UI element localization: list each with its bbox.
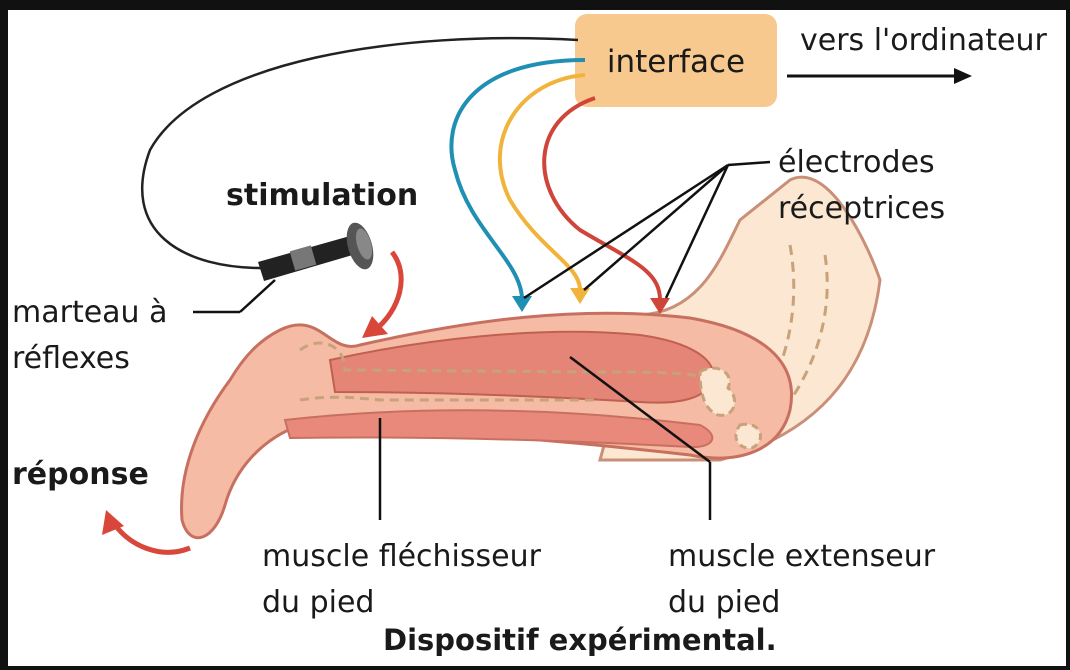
flexor-label-line1: muscle fléchisseur bbox=[262, 539, 542, 574]
electrodes-label-line1: électrodes bbox=[778, 145, 935, 180]
hammer-pointer-line-2 bbox=[240, 280, 275, 312]
flexor-label-line2: du pied bbox=[262, 585, 374, 620]
hammer-label-line2: réflexes bbox=[12, 341, 130, 376]
electrode-blue bbox=[512, 296, 532, 312]
stimulation-label: stimulation bbox=[226, 178, 418, 213]
electrode-yellow bbox=[570, 288, 590, 304]
computer-arrowhead bbox=[954, 68, 972, 84]
electrode-wire-red bbox=[544, 98, 660, 300]
extensor-label-line2: du pied bbox=[668, 585, 780, 620]
computer-label: vers l'ordinateur bbox=[800, 23, 1047, 58]
response-arrow bbox=[115, 525, 190, 552]
hammer-label-line1: marteau à bbox=[12, 295, 167, 330]
electrodes-label-line2: réceptrices bbox=[778, 191, 945, 226]
extensor-label-line1: muscle extenseur bbox=[668, 539, 936, 574]
response-label: réponse bbox=[12, 457, 149, 492]
reflex-hammer bbox=[258, 220, 378, 281]
stimulation-arrow bbox=[375, 252, 401, 330]
diagram-caption: Dispositif expérimental. bbox=[383, 623, 777, 657]
interface-label: interface bbox=[607, 44, 745, 80]
